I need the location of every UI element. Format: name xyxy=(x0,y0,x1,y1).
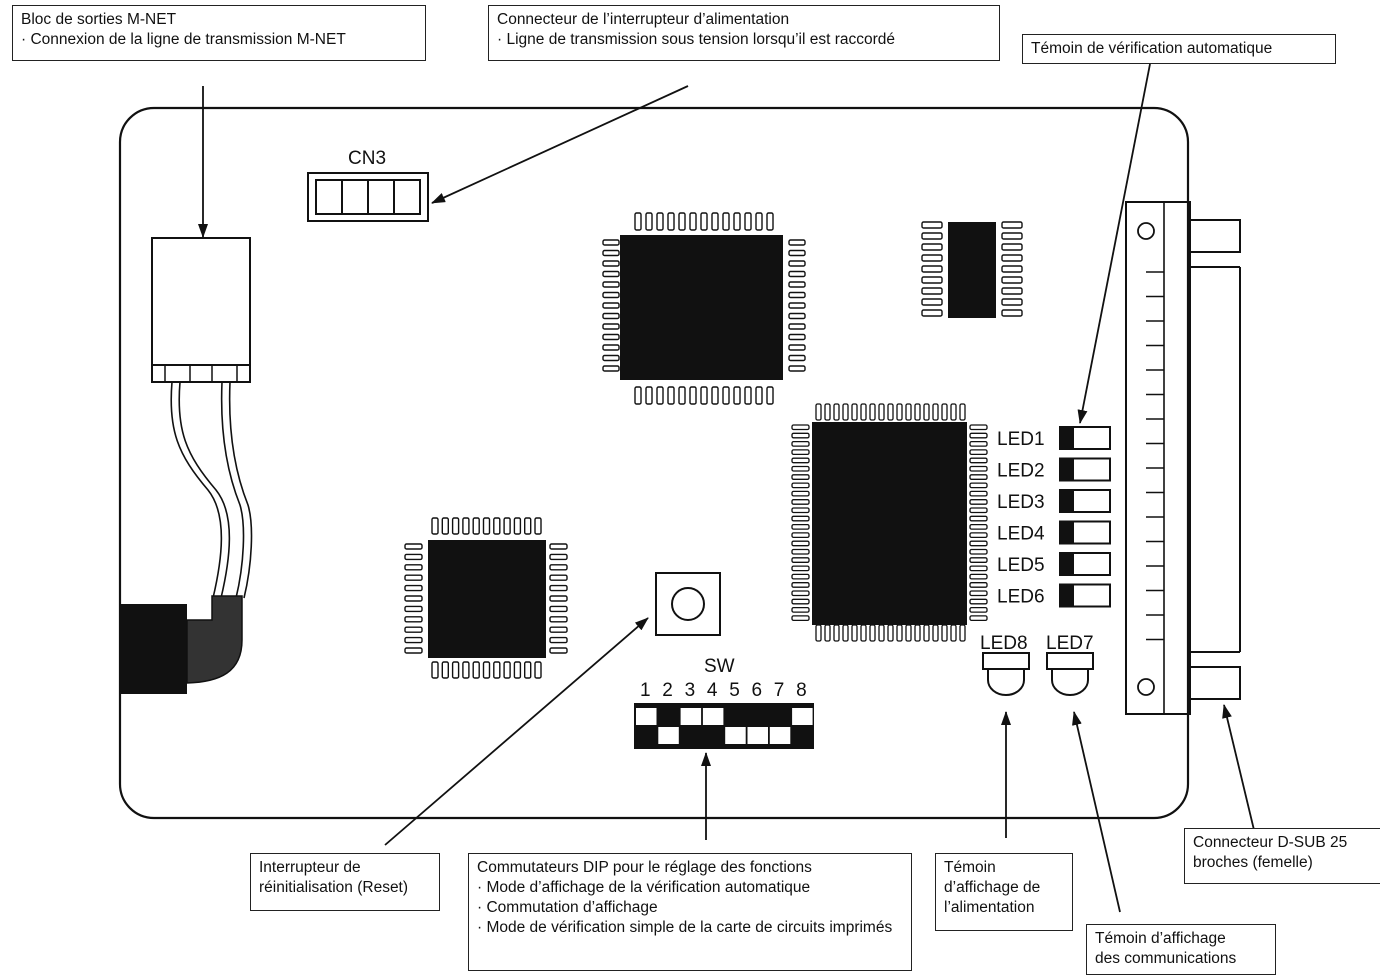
led-6: LED6 xyxy=(997,583,1111,608)
callout-selfcheck-led: Témoin de vérification automatique xyxy=(1022,34,1336,64)
cable-grommet xyxy=(121,595,243,694)
callout-power-led-line2: d’affichage de xyxy=(944,879,1041,896)
callout-mnet-desc: · Connexion de la ligne de transmission … xyxy=(21,31,346,48)
leader-lines xyxy=(198,63,1261,913)
arrow-reset xyxy=(384,617,649,846)
arrow-selfcheck xyxy=(1077,63,1151,424)
led8-label: LED8 xyxy=(980,633,1028,654)
callout-power-led-line3: l’alimentation xyxy=(944,899,1035,916)
led-2: LED2 xyxy=(997,457,1111,482)
callout-mnet-terminal: Bloc de sorties M-NET · Connexion de la … xyxy=(12,5,426,61)
sw-label: SW xyxy=(704,656,735,677)
callout-comm-led: Témoin d’affichage des communications xyxy=(1086,924,1276,975)
callout-dip-switches: Commutateurs DIP pour le réglage des fon… xyxy=(468,853,912,971)
sw-number-8: 8 xyxy=(796,680,807,701)
dip-switch xyxy=(634,703,814,749)
cn3-connector xyxy=(307,172,429,222)
callout-reset-line1: Interrupteur de xyxy=(259,859,361,876)
sw-number-4: 4 xyxy=(707,680,718,701)
callout-comm-led-line1: Témoin d’affichage xyxy=(1095,930,1226,947)
svg-text:LED4: LED4 xyxy=(997,524,1045,545)
sw-number-5: 5 xyxy=(729,680,740,701)
led-3: LED3 xyxy=(997,489,1111,513)
svg-text:LED3: LED3 xyxy=(997,492,1045,513)
sw-number-2: 2 xyxy=(662,680,673,701)
mnet-terminal-block xyxy=(151,237,251,383)
led7-label: LED7 xyxy=(1046,633,1094,654)
led8 xyxy=(982,652,1030,696)
callout-comm-led-line2: des communications xyxy=(1095,950,1237,967)
callout-power-led-line1: Témoin xyxy=(944,859,996,876)
qfp-chip-top xyxy=(602,212,806,405)
sop-chip xyxy=(921,221,1023,318)
callout-dsub-line1: Connecteur D-SUB 25 xyxy=(1193,834,1348,851)
svg-text:LED6: LED6 xyxy=(997,587,1045,608)
sw-number-6: 6 xyxy=(752,680,763,701)
callout-reset-switch: Interrupteur de réinitialisation (Reset) xyxy=(250,853,440,911)
board-outline xyxy=(118,106,1190,820)
led-5: LED5 xyxy=(997,552,1111,576)
callout-dip-title: Commutateurs DIP pour le réglage des fon… xyxy=(477,859,812,876)
callout-dsub-line2: broches (femelle) xyxy=(1193,854,1313,871)
callout-selfcheck-title: Témoin de vérification automatique xyxy=(1031,40,1273,57)
callout-dip-item1: · Mode d’affichage de la vérification au… xyxy=(477,879,811,896)
sw-number-7: 7 xyxy=(774,680,785,701)
callout-power-desc: · Ligne de transmission sous tension lor… xyxy=(497,31,896,48)
qfp-chip-small xyxy=(404,517,568,679)
callout-dip-item3: · Mode de vérification simple de la cart… xyxy=(477,919,893,936)
arrow-cn3 xyxy=(431,85,689,204)
led-4: LED4 xyxy=(997,520,1111,545)
callout-mnet-title: Bloc de sorties M-NET xyxy=(21,11,177,28)
cn3-label: CN3 xyxy=(348,148,386,169)
callout-dip-item2: · Commutation d’affichage xyxy=(477,899,658,916)
svg-text:LED5: LED5 xyxy=(997,555,1045,576)
dsub-connector xyxy=(1125,201,1241,715)
reset-switch xyxy=(655,572,721,636)
qfp-chip-large xyxy=(791,403,988,642)
svg-text:LED2: LED2 xyxy=(997,461,1045,482)
callout-dsub: Connecteur D-SUB 25 broches (femelle) xyxy=(1184,828,1380,884)
sw-number-3: 3 xyxy=(685,680,696,701)
sw-number-1: 1 xyxy=(640,680,651,701)
svg-text:LED1: LED1 xyxy=(997,429,1045,450)
led7 xyxy=(1046,652,1094,696)
led-1: LED1 xyxy=(997,426,1111,450)
callout-power-title: Connecteur de l’interrupteur d’alimentat… xyxy=(497,11,790,28)
callout-reset-line2: réinitialisation (Reset) xyxy=(259,879,409,896)
callout-power-led: Témoin d’affichage de l’alimentation xyxy=(935,853,1073,931)
arrow-comm-led xyxy=(1072,711,1121,913)
callout-power-connector: Connecteur de l’interrupteur d’alimentat… xyxy=(488,5,1000,61)
mnet-wires xyxy=(170,381,253,599)
